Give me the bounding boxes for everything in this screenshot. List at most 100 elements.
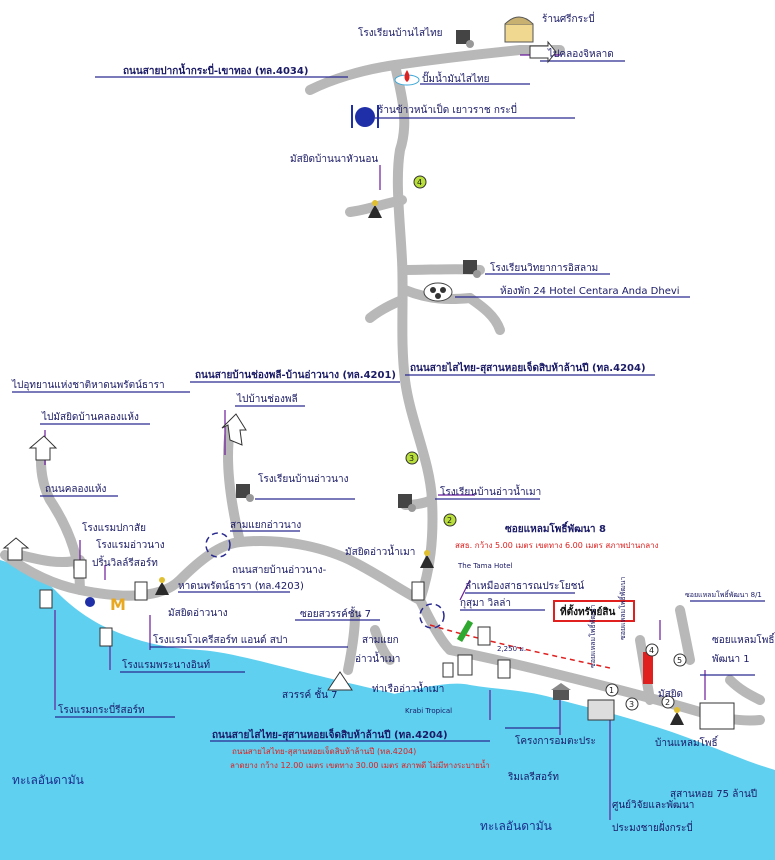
label-road-4203: ถนนสายบ้านอ่าวนาง- <box>232 564 327 576</box>
school-icon-itsalam <box>463 260 481 278</box>
label-to-mosque-khlong-haeng: ไปมัสยิดบ้านคลองแห้ง <box>41 411 139 423</box>
label-mosque-laem-pho-b: บ้านแหลมโพธิ์ <box>655 735 719 749</box>
label-road-4204-spec1: ถนนสายไสไทย-สุสานหอยเจ็ดสิบห้าล้านปี (ทล… <box>232 746 416 756</box>
arrow-khlong-chilat-icon <box>529 40 557 64</box>
label-sam-yaek-ao-nam-mao: สามแยก <box>362 635 399 646</box>
label-underlines <box>12 60 765 742</box>
label-tama-hotel: The Tama Hotel <box>457 562 513 570</box>
label-shell-cemetery: สุสานหอย 75 ล้านปี <box>670 788 757 800</box>
school-icon-ao-nang <box>236 484 254 502</box>
label-soi-laem-pho-8-spec: สสธ. กว้าง 5.00 เมตร เขตทาง 6.00 เมตร สภ… <box>455 541 659 550</box>
distance-line <box>429 624 611 669</box>
svg-text:4: 4 <box>649 646 654 655</box>
svg-text:3: 3 <box>629 700 634 709</box>
label-hotel-pakasai: โรงแรมปกาสัย <box>82 521 146 534</box>
label-mosque-ao-nam-mao: มัสยิดอ่าวน้ำเมา <box>345 544 415 558</box>
label-fishery: ประมงชายฝั่งกระบี่ <box>612 820 693 834</box>
label-princeville: ปริ้นวิลล์รีสอร์ท <box>92 555 158 569</box>
sawan-7-icon <box>327 671 353 691</box>
label-sawan-7: สวรรค์ ชั้น 7 <box>282 687 338 701</box>
phra-nang-inn-icon <box>99 627 113 647</box>
pier-icon <box>457 654 473 676</box>
label-road-4204-spec2: ลาดยาง กว้าง 12.00 เมตร เขตทาง 30.00 เมต… <box>230 759 490 770</box>
green-marker <box>456 619 474 643</box>
princeville-icon <box>85 597 95 607</box>
andaman-sea-left <box>0 560 395 860</box>
label-mosque-na-huanon: มัสยิดบ้านนาหัวนอน <box>290 153 378 165</box>
label-pier-ao-nam-mao: ท่าเรืออ่าวน้ำเมา <box>372 681 444 695</box>
label-school-sai-thai: โรงเรียนบ้านไสไทย <box>358 26 443 39</box>
coral-project-icon <box>551 683 571 700</box>
label-vogue-resort: โรงแรมโวเครีสอร์ท แอนด์ สปา <box>153 633 288 646</box>
label-hotel-ao-nang: โรงแรมอ่าวนาง <box>96 538 165 551</box>
label-gas-station: ปั๊มน้ำมันไสไทย <box>422 71 489 85</box>
label-public-canal: ลำเหมืองสาธารณประโยชน์ <box>465 579 584 592</box>
sam-yaek-ao-nang-highlight <box>205 532 231 558</box>
svg-text:3: 3 <box>409 454 414 463</box>
svg-text:5: 5 <box>677 656 682 665</box>
label-soi-laem-pho-1: ซอยแหลมโพธิ์ <box>712 632 775 646</box>
arrow-khlong-haeng-icon <box>28 435 58 461</box>
label-soi-sawan-7: ซอยสวรรค์ชั้น 7 <box>300 606 371 620</box>
label-khlong-haeng-rd: ถนนคลองแห้ง <box>45 483 106 495</box>
svg-text:2: 2 <box>447 516 452 525</box>
label-krabi-tropical: Krabi Tropical <box>405 707 452 715</box>
route-markers <box>405 175 687 711</box>
tama-hotel-icon <box>411 581 425 601</box>
label-sri-krabi: ร้านศรีกระบี่ <box>542 11 595 25</box>
hotel-centara-icon <box>423 282 453 302</box>
label-road-4034: ถนนสายปากน้ำกระบี่-เขาทอง (ทล.4034) <box>123 63 308 77</box>
label-sam-yaek-ao-nang: สามแยกอ่าวนาง <box>230 520 301 531</box>
rim-resort-icon <box>497 659 511 679</box>
mcdonalds-icon: M <box>110 595 126 614</box>
label-coral-project: โครงการอมตะประ <box>515 734 596 747</box>
gas-station-icon <box>394 70 420 86</box>
label-soi-side2: ซอยแหลมโพธิ์พัฒนา <box>617 577 627 640</box>
shop-icon <box>504 16 534 43</box>
label-sea-bottom: ทะเลอันดามัน <box>480 819 552 833</box>
label-sam-yaek-ao-nam-mao-b: อ่าวน้ำเมา <box>355 651 400 665</box>
vogue-resort-icon <box>134 581 148 601</box>
svg-text:1: 1 <box>609 686 614 695</box>
label-soi-laem-pho-1b: พัฒนา 1 <box>712 654 750 665</box>
label-phra-nang-inn: โรงแรมพระนางอินท์ <box>122 658 210 671</box>
kusuma-villa-icon <box>477 626 491 646</box>
label-krabi-resort: โรงแรมกระบี่รีสอร์ท <box>58 702 145 716</box>
label-road-4204-bottom: ถนนสายไสไทย-สุสานหอยเจ็ดสิบห้าล้านปี (ทล… <box>212 727 448 741</box>
label-room-24: ห้องพัก 24 Hotel Centara Anda Dhevi <box>500 285 680 297</box>
krabi-resort-icon <box>39 589 53 609</box>
label-duck-rice: ร้านข้าวหน้าเป็ด เยาวราช กระบี่ <box>378 102 517 116</box>
mosque-icon-ao-nang <box>155 577 169 595</box>
label-rim-resort: ริมเลรีสอร์ท <box>507 771 559 783</box>
label-school-ao-nang: โรงเรียนบ้านอ่าวนาง <box>258 472 349 485</box>
label-road-4204-top: ถนนสายไสไทย-สุสานหอยเจ็ดสิบห้าล้านปี (ทล… <box>410 360 646 374</box>
shell-cemetery-icon <box>699 702 735 730</box>
label-research-center: ศูนย์วิจัยและพัฒนา <box>612 799 694 811</box>
label-sea-left: ทะเลอันดามัน <box>12 773 84 787</box>
sam-yaek-ao-nam-mao-highlight <box>419 603 445 629</box>
property-highlight <box>643 652 653 684</box>
svg-text:4: 4 <box>417 178 422 187</box>
school-icon-sai-thai <box>456 30 474 48</box>
label-road-4203-b: หาดนพรัตน์ธารา (ทล.4203) <box>178 580 304 592</box>
label-soi-laem-pho-81: ซอยแหลมโพธิ์พัฒนา 8/1 <box>685 589 762 599</box>
property-location-box <box>553 600 635 622</box>
label-soi-laem-pho-8: ซอยแหลมโพธิ์พัฒนา 8 <box>505 521 606 535</box>
label-kusuma-villa: กุสุมา วิลล่า <box>460 598 511 609</box>
mosque-icon-na-huanon <box>368 200 382 218</box>
andaman-sea-right <box>370 683 775 860</box>
label-soi-side1: ซอยแหลมโพธิ์พัฒนา <box>587 605 597 668</box>
label-khlong-chilat: ไปคลองจิหลาด <box>547 48 614 60</box>
arrow-chong-phli-icon <box>221 413 247 446</box>
research-center-icon <box>587 699 615 721</box>
label-road-4201: ถนนสายบ้านช่องพลี-บ้านอ่าวนาง (ทล.4201) <box>195 369 396 381</box>
mosque-icon-laem-pho <box>670 707 684 725</box>
label-school-itsalam: โรงเรียนวิทยาการอิสลาม <box>490 261 598 274</box>
school-icon-ao-nam-mao <box>398 494 416 512</box>
label-mosque-laem-pho: มัสยิด <box>658 689 683 700</box>
label-national-park: ไปอุทยานแห่งชาติหาดนพรัตน์ธารา <box>11 379 165 391</box>
arrow-national-park-icon <box>2 537 30 561</box>
label-school-ao-nam-mao: โรงเรียนบ้านอ่าวน้ำเมา <box>440 484 541 498</box>
label-property-location: ที่ตั้งทรัพย์สิน <box>560 604 615 618</box>
